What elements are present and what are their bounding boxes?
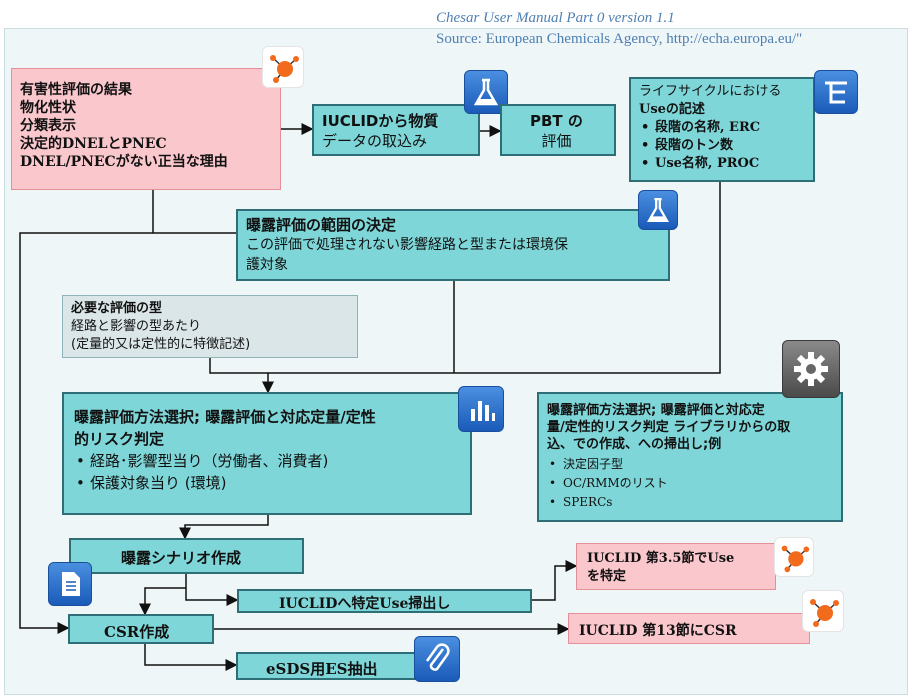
hierarchy-icon <box>814 70 858 114</box>
exposure-scenario-box: 曝露シナリオ作成 <box>69 538 304 574</box>
scenario-label: 曝露シナリオ作成 <box>121 549 242 567</box>
iuclid-section-13-box: IUCLID 第13節にCSR <box>568 613 810 644</box>
library-item: OC/RMMのリスト <box>547 474 790 493</box>
library-box: 曝露評価方法選択; 曝露評価と対応定 量/定性的リスク判定 ライブラリからの取 … <box>537 392 843 522</box>
section35-line: を特定 <box>587 569 627 584</box>
source-caption: Chesar User Manual Part 0 version 1.1 <box>436 10 675 26</box>
lifecycle-item: Use名称, PROC <box>639 155 781 173</box>
types-line: 経路と影響の型あたり <box>71 319 202 334</box>
lifecycle-item: 段階の名称, ERC <box>639 119 781 137</box>
molecule-icon <box>774 537 814 577</box>
required-assessment-types-box: 必要な評価の型 経路と影響の型あたり (定量的又は定性的に特徴記述) <box>62 295 358 358</box>
method-title: 曝露評価方法選択; 曝露評価と対応定量/定性 <box>74 408 376 426</box>
iuclid-export-use-box: IUCLIDへ特定Use掃出し <box>237 589 532 613</box>
export-use-label: IUCLIDへ特定Use掃出し <box>279 596 451 612</box>
molecule-icon <box>262 46 304 88</box>
document-icon <box>48 562 92 606</box>
scope-line: 護対象 <box>246 257 288 273</box>
types-title: 必要な評価の型 <box>71 301 163 316</box>
library-title: 量/定性的リスク判定 ライブラリからの取 <box>547 420 791 435</box>
library-item: SPERCs <box>547 493 790 512</box>
iuclid-import-line: IUCLIDから物質 <box>322 112 439 130</box>
paperclip-icon <box>414 636 460 682</box>
section35-line: IUCLID 第3.5節でUse <box>587 551 735 566</box>
csr-label: CSR作成 <box>104 623 170 641</box>
iuclid-import-box: IUCLIDから物質 データの取込み <box>312 104 480 156</box>
molecule-icon <box>802 590 844 632</box>
hazard-line: DNEL/PNECがない正当な理由 <box>20 154 228 170</box>
pbt-line: 評価 <box>541 132 572 150</box>
types-line: (定量的又は定性的に特徴記述) <box>71 337 251 352</box>
section13-label: IUCLID 第13節にCSR <box>579 623 737 639</box>
lifecycle-title: ライフサイクルにおける <box>639 84 782 99</box>
hazard-line: 有害性評価の結果 <box>20 82 132 98</box>
flask-icon <box>638 190 678 230</box>
lifecycle-item: 段階のトン数 <box>639 137 781 155</box>
assessment-scope-box: 曝露評価の範囲の決定 この評価で処理されない影響経路と型または環境保 護対象 <box>236 209 670 281</box>
assessment-method-box: 曝露評価方法選択; 曝露評価と対応定量/定性 的リスク判定 経路･影響型当り（労… <box>62 392 472 515</box>
lifecycle-box: ライフサイクルにおける Useの記述 段階の名称, ERC 段階のトン数 Use… <box>629 77 815 182</box>
source-attribution: Source: European Chemicals Agency, http:… <box>436 31 803 47</box>
hazard-line: 分類表示 <box>20 118 76 134</box>
hazard-assessment-box: 有害性評価の結果 物化性状 分類表示 決定的DNELとPNEC DNEL/PNE… <box>11 68 281 190</box>
esds-box: eSDS用ES抽出 <box>236 652 416 680</box>
library-title: 込、での作成、への掃出し;例 <box>547 437 722 452</box>
lifecycle-title: Useの記述 <box>639 102 705 117</box>
bar-chart-icon <box>458 386 504 432</box>
iuclid-section-3-5-box: IUCLID 第3.5節でUse を特定 <box>576 543 776 590</box>
scope-line: この評価で処理されない影響経路と型または環境保 <box>246 237 568 253</box>
pbt-box: PBT の 評価 <box>500 104 616 156</box>
csr-box: CSR作成 <box>68 614 214 644</box>
gear-icon <box>782 340 840 398</box>
hazard-line: 物化性状 <box>20 100 76 116</box>
scope-title: 曝露評価の範囲の決定 <box>246 216 397 234</box>
library-title: 曝露評価方法選択; 曝露評価と対応定 <box>547 403 765 418</box>
library-item: 決定因子型 <box>547 455 790 474</box>
pbt-line: PBT の <box>530 112 583 130</box>
method-title: 的リスク判定 <box>74 430 165 448</box>
esds-label: eSDS用ES抽出 <box>266 660 378 678</box>
iuclid-import-line: データの取込み <box>322 132 428 150</box>
method-item: 保護対象当り (環境) <box>74 472 376 494</box>
hazard-line: 決定的DNELとPNEC <box>20 136 167 152</box>
method-item: 経路･影響型当り（労働者、消費者) <box>74 450 376 472</box>
